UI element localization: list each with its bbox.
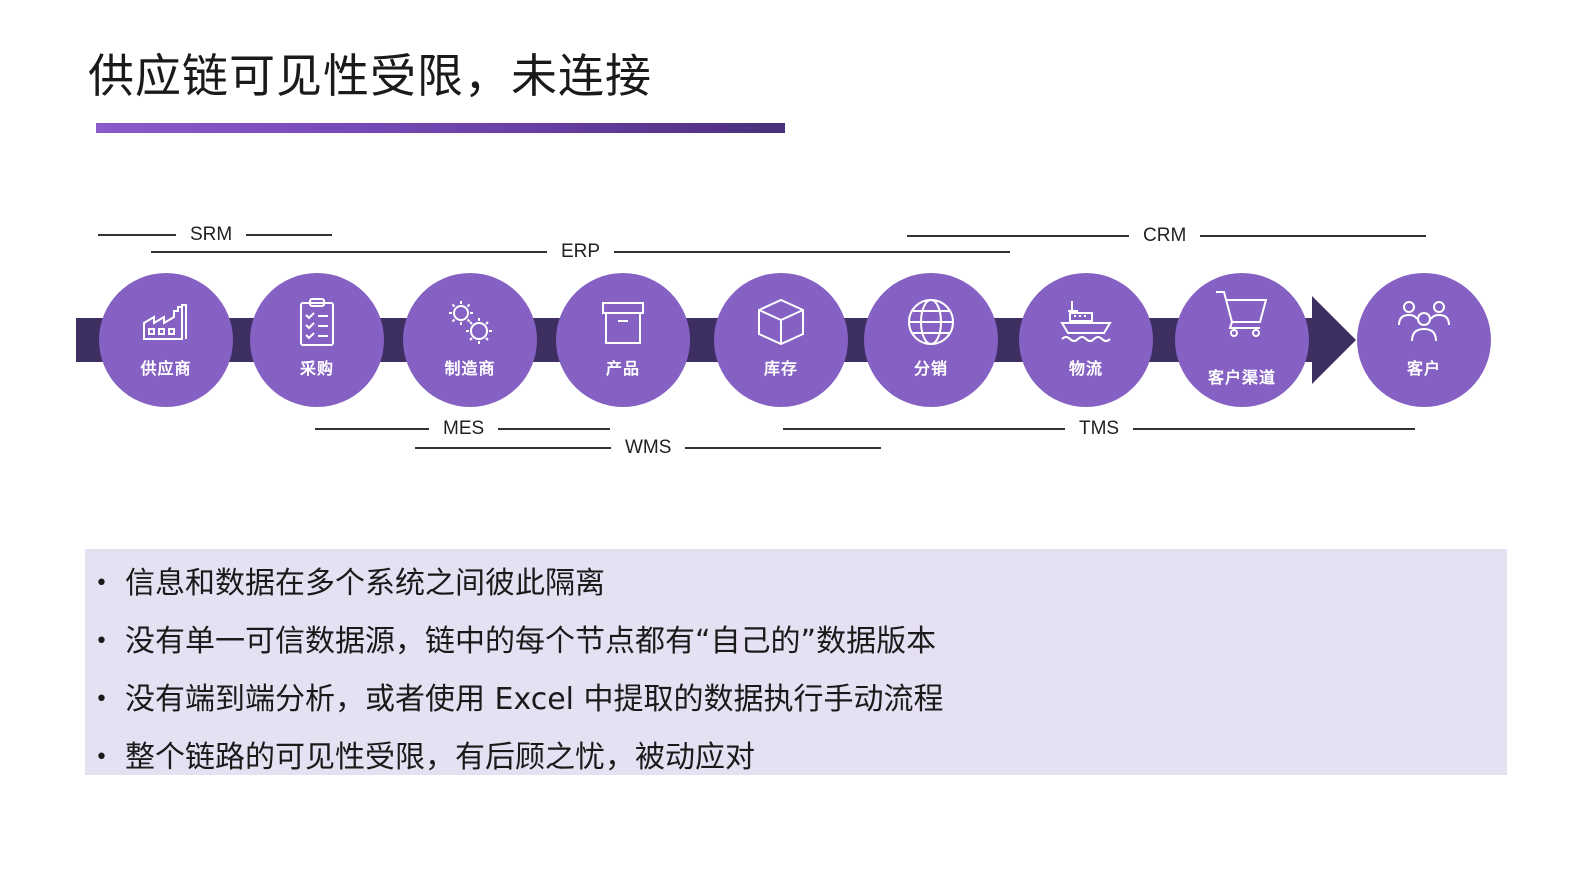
node-label: 客户渠道 — [1207, 368, 1276, 387]
node-manufacturer: 制造商 — [403, 273, 537, 407]
bullet-item: •信息和数据在多个系统之间彼此隔离 — [95, 566, 605, 601]
system-erp: ERP — [151, 241, 1011, 263]
factory-icon — [138, 301, 194, 351]
bullet-text: 信息和数据在多个系统之间彼此隔离 — [125, 566, 605, 601]
node-supplier: 供应商 — [99, 273, 233, 407]
system-wms-label: WMS — [625, 437, 672, 458]
box-icon — [595, 301, 651, 351]
people-icon — [1396, 301, 1452, 351]
system-srm: SRM — [98, 224, 333, 246]
bullet-item: •整个链路的可见性受限，有后顾之忧，被动应对 — [95, 740, 755, 775]
system-mes-label: MES — [443, 418, 485, 439]
bullet-item: •没有单一可信数据源，链中的每个节点都有“自己的”数据版本 — [95, 624, 937, 659]
gears-icon — [442, 301, 498, 351]
node-label: 制造商 — [444, 359, 496, 378]
bullet-text: 没有单一可信数据源，链中的每个节点都有“自己的”数据版本 — [125, 624, 937, 659]
system-mes: MES — [315, 418, 611, 440]
node-label: 分销 — [913, 359, 948, 378]
node-label: 产品 — [605, 359, 640, 378]
bullet-list: •信息和数据在多个系统之间彼此隔离 •没有单一可信数据源，链中的每个节点都有“自… — [95, 555, 944, 787]
globe-icon — [903, 299, 959, 351]
system-tms-label: TMS — [1079, 418, 1120, 439]
node-label: 库存 — [763, 359, 798, 378]
clipboard-icon — [289, 298, 345, 351]
system-srm-label: SRM — [190, 224, 233, 245]
cart-icon — [1214, 291, 1270, 342]
title-underline — [96, 123, 785, 133]
node-procurement: 采购 — [250, 273, 384, 407]
node-logistics: 物流 — [1019, 273, 1153, 407]
bullet-text: 没有端到端分析，或者使用 Excel 中提取的数据执行手动流程 — [125, 682, 944, 717]
package-icon — [753, 298, 809, 351]
node-label: 客户 — [1406, 359, 1441, 378]
bullet-text: 整个链路的可见性受限，有后顾之忧，被动应对 — [125, 740, 755, 775]
system-wms: WMS — [415, 437, 882, 459]
node-label: 物流 — [1068, 359, 1103, 378]
node-customer-channel: 客户渠道 — [1175, 273, 1309, 407]
bullet-item: •没有端到端分析，或者使用 Excel 中提取的数据执行手动流程 — [95, 682, 944, 717]
ship-icon — [1058, 301, 1114, 351]
node-product: 产品 — [556, 273, 690, 407]
system-tms: TMS — [783, 418, 1416, 440]
node-label: 供应商 — [140, 359, 192, 378]
page-title: 供应链可见性受限，未连接 — [88, 49, 652, 103]
summary-panel: •信息和数据在多个系统之间彼此隔离 •没有单一可信数据源，链中的每个节点都有“自… — [85, 549, 1507, 775]
flow-arrow-head — [1312, 296, 1356, 384]
system-crm: CRM — [907, 225, 1427, 247]
node-distribution: 分销 — [864, 273, 998, 407]
system-crm-label: CRM — [1143, 225, 1187, 246]
node-inventory: 库存 — [714, 273, 848, 407]
system-erp-label: ERP — [561, 241, 601, 262]
node-label: 采购 — [299, 359, 334, 378]
node-customer: 客户 — [1357, 273, 1491, 407]
